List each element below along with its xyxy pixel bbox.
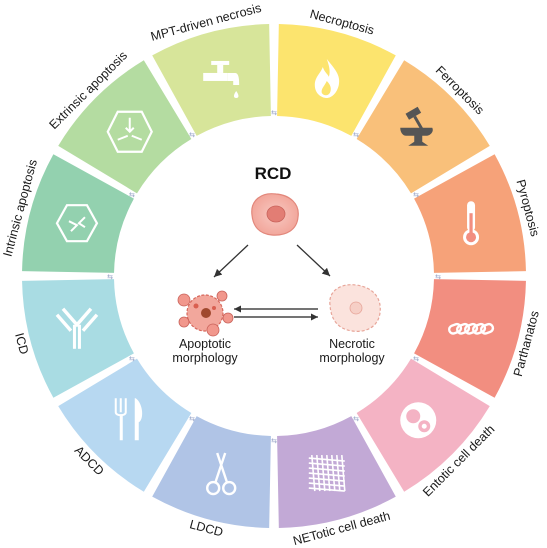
rcd-title: RCD <box>255 164 292 183</box>
segment-link-arrows: ⇆ <box>353 131 359 139</box>
apoptotic-cell-icon <box>177 290 234 337</box>
segment-parthanatos <box>414 279 526 398</box>
fork-knife-icon <box>114 398 143 441</box>
anvil-hammer-icon <box>400 106 433 146</box>
hexagon-arrows-icon <box>106 110 153 153</box>
apoptotic-label-line1: Apoptotic <box>179 337 231 351</box>
segment-link-arrows: ⇆ <box>271 437 277 445</box>
segment-link-arrows: ⇆ <box>271 109 277 117</box>
segment-link-arrows: ⇆ <box>129 191 135 199</box>
hexagon-inward-arrows-icon <box>55 204 99 243</box>
net-icon <box>308 454 346 492</box>
watermark-text: 搜狐号@小张聊科研 <box>414 526 540 542</box>
segment-ldcd <box>152 416 271 528</box>
segment-ring: ⇆ ⇆ ⇆ ⇆ ⇆ ⇆ ⇆ ⇆ ⇆ ⇆ ⇆ ⇆ <box>22 24 526 528</box>
segment-link-arrows: ⇆ <box>413 355 419 363</box>
segment-link-arrows: ⇆ <box>435 273 441 281</box>
cell-in-cell-icon <box>400 402 437 439</box>
apoptotic-label-line2: morphology <box>172 351 238 365</box>
arrow-to-necrotic <box>296 244 331 277</box>
segment-link-arrows: ⇆ <box>413 191 419 199</box>
necrotic-cell-icon <box>329 284 381 332</box>
segment-netotic-cell-death <box>277 416 396 528</box>
segment-link-arrows: ⇆ <box>129 355 135 363</box>
segment-label: ICD <box>12 331 31 355</box>
necrotic-label-line1: Necrotic <box>329 337 375 351</box>
arrow-to-apoptotic <box>213 244 249 278</box>
segment-extrinsic-apoptosis <box>58 60 192 194</box>
antibody-icon <box>55 307 99 349</box>
normal-cell-icon <box>251 193 299 236</box>
segment-link-arrows: ⇆ <box>189 415 195 423</box>
scissors-icon <box>206 452 237 496</box>
segment-intrinsic-apoptosis <box>22 154 134 273</box>
chain-icon <box>447 322 495 335</box>
faucet-icon <box>203 60 240 98</box>
thermometer-icon <box>463 201 480 246</box>
segment-ferroptosis <box>356 60 490 194</box>
necrotic-label-line2: morphology <box>319 351 385 365</box>
segment-link-arrows: ⇆ <box>353 415 359 423</box>
segment-link-arrows: ⇆ <box>107 273 113 281</box>
segment-link-arrows: ⇆ <box>189 131 195 139</box>
center-panel: RCD Apoptotic morpho <box>172 164 385 365</box>
segment-adcd <box>58 358 192 492</box>
flame-icon <box>314 58 340 98</box>
